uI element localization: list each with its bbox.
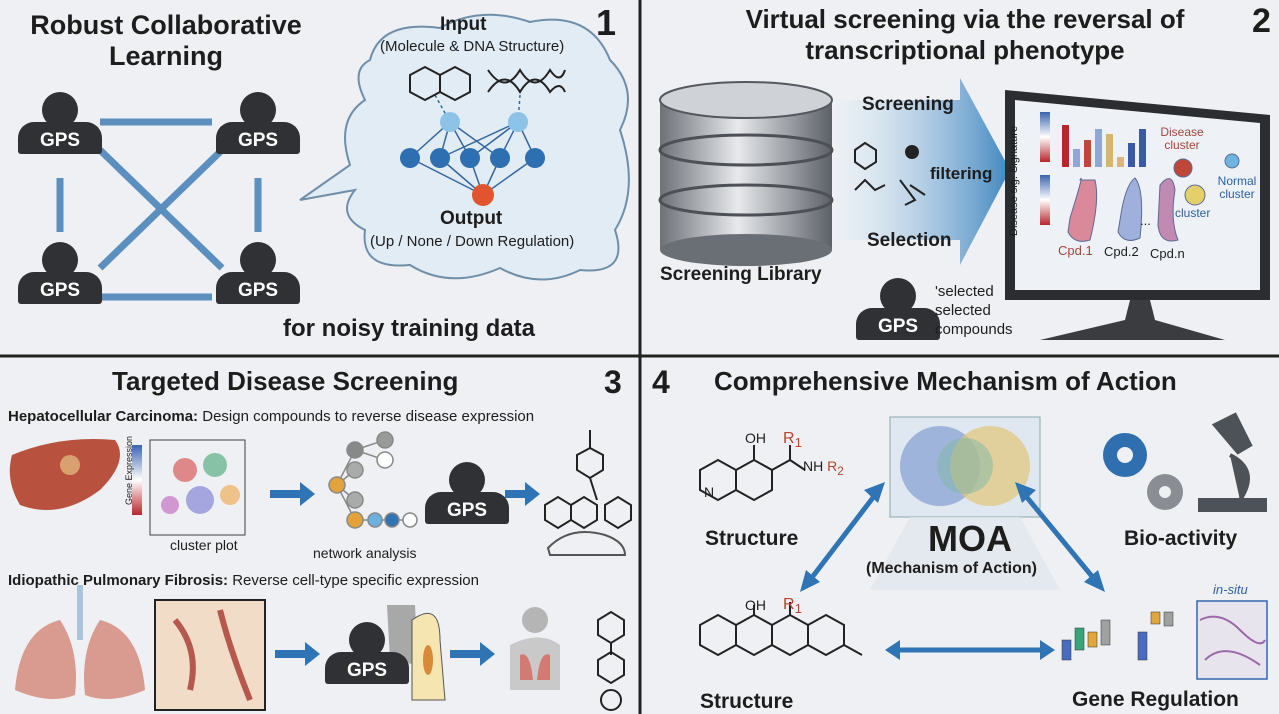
compound-signatures — [1067, 153, 1240, 242]
monitor-bar — [1084, 140, 1091, 167]
gps-agent: GPS — [216, 92, 300, 154]
panel1-footer: for noisy training data — [283, 315, 536, 342]
gene-regulation-label: Gene Regulation — [1072, 688, 1239, 711]
panel4-number: 4 — [652, 364, 670, 400]
input-label: Input — [440, 14, 487, 35]
monitor-bar — [1117, 157, 1124, 167]
boxplot-box — [1137, 631, 1148, 661]
monitor-bar — [1062, 125, 1069, 167]
network-nodes — [400, 112, 545, 206]
panel4-title: Comprehensive Mechanism of Action — [714, 366, 1177, 396]
panel3-number: 3 — [604, 364, 622, 400]
molecule-and-dna-icons — [409, 65, 566, 102]
screening-label: Screening — [862, 94, 954, 115]
normal-cluster-label: Normal cluster — [1217, 174, 1257, 201]
structure-1 — [699, 445, 806, 502]
ipf-heading: Idiopathic Pulmonary Fibrosis: Reverse c… — [8, 572, 479, 589]
screening-arrow — [835, 78, 1010, 265]
boxplot-box — [1061, 639, 1072, 661]
boxplot-box — [1087, 631, 1098, 648]
cpd-label: Cpd.2 — [1104, 244, 1139, 259]
panel1-number: 1 — [596, 2, 617, 43]
monitor-bar — [1128, 143, 1135, 167]
structure-2 — [699, 602, 863, 657]
boxplot-box — [1163, 611, 1174, 627]
cluster-label: cluster — [1175, 206, 1211, 220]
gene-expression-label: Gene Expression — [124, 435, 134, 505]
gps-agent: GPS — [325, 622, 409, 684]
cpd-label: Cpd.n — [1150, 246, 1185, 261]
moa-sub-label: (Mechanism of Action) — [866, 560, 1037, 577]
panel3-title: Targeted Disease Screening — [112, 366, 459, 396]
cpd-label: Cpd.1 — [1058, 243, 1093, 258]
gene-expression-colorbar — [132, 445, 142, 515]
oh-label: OH — [745, 597, 766, 613]
gps-agent: GPS — [18, 242, 102, 304]
cpd-ellipsis: ... — [1140, 213, 1151, 228]
workflow-arrows — [270, 482, 540, 666]
in-situ-image — [1196, 600, 1268, 680]
n-label: N — [704, 484, 715, 500]
structure-label: Structure — [700, 690, 794, 713]
r1-label: R1 — [783, 430, 802, 451]
cluster-plot-label: cluster plot — [170, 537, 238, 553]
monitor-bar — [1095, 129, 1102, 167]
screening-library-cylinder — [658, 81, 834, 266]
structure-label: Structure — [705, 527, 799, 550]
cluster-plot — [149, 439, 246, 536]
monitor-bar — [1139, 129, 1146, 167]
panel2-number: 2 — [1252, 2, 1271, 40]
gps-agent: GPS — [425, 462, 509, 524]
monitor-bar — [1106, 134, 1113, 167]
hcc-heading: Hepatocellular Carcinoma: Design compoun… — [8, 408, 535, 425]
signature-axis-label: Disease sig. Signature — [1008, 125, 1020, 236]
mouse-icon — [546, 531, 627, 556]
cell-icon-1 — [387, 605, 418, 665]
boxplot-box — [1074, 627, 1085, 651]
monitor-bar-chart — [1062, 125, 1146, 167]
patient-icon — [510, 637, 560, 690]
ipf-compound-structure — [597, 610, 625, 711]
input-sub: (Molecule & DNA Structure) — [380, 38, 565, 55]
network-analysis-tree — [328, 431, 418, 529]
hcc-compound-structure — [544, 430, 632, 530]
moa-arrows — [808, 493, 1097, 653]
in-situ-label: in-situ — [1213, 582, 1248, 597]
boxplot-box — [1100, 619, 1111, 646]
nh-label: NH R2 — [803, 458, 844, 478]
moa-label: MOA — [928, 518, 1012, 559]
selection-label: Selection — [867, 230, 952, 251]
library-label: Screening Library — [660, 264, 822, 285]
output-label: Output — [440, 208, 503, 229]
liver-icon — [9, 439, 120, 510]
moa-beam — [870, 517, 1060, 590]
oh-label: OH — [745, 430, 766, 446]
compound-icons — [854, 141, 926, 206]
filtering-label: filtering — [930, 164, 993, 183]
gps-agent: GPS — [216, 242, 300, 304]
monitor-bar — [1073, 149, 1080, 167]
network-analysis-label: network analysis — [313, 545, 417, 561]
collaboration-arrows — [56, 118, 262, 301]
gene-regulation-boxplots — [1061, 611, 1174, 661]
venn-circle-3 — [937, 438, 993, 494]
gps-agent: GPS — [856, 278, 940, 340]
output-sub: (Up / None / Down Regulation) — [370, 233, 575, 250]
lungs-icon — [15, 620, 145, 699]
gps-agent: GPS — [18, 92, 102, 154]
disease-cluster-label: Disease cluster — [1160, 125, 1204, 152]
bioactivity-icons — [1103, 412, 1267, 512]
r1-label: R1 — [783, 596, 802, 617]
bioactivity-label: Bio-activity — [1124, 527, 1238, 550]
boxplot-box — [1150, 611, 1161, 625]
